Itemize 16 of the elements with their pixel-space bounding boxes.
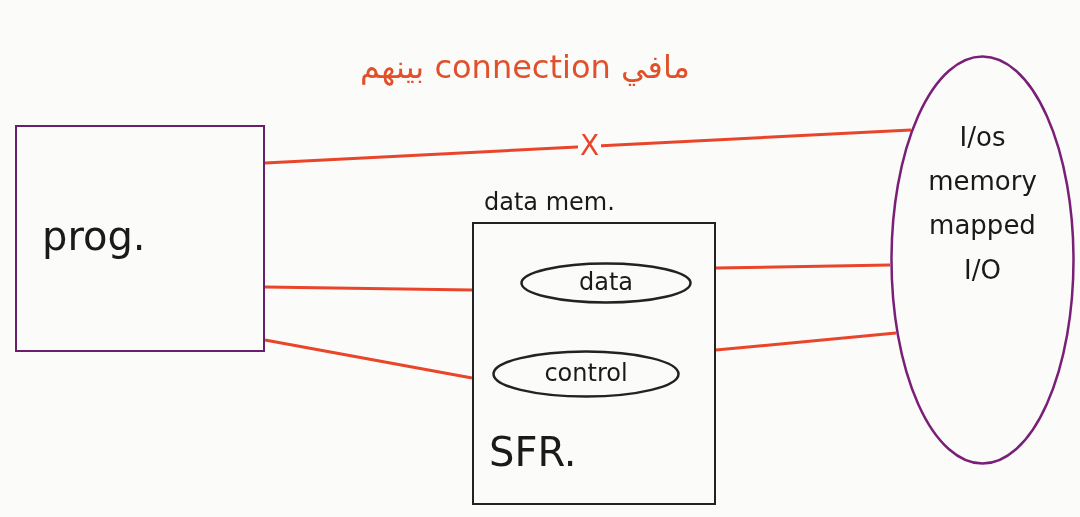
connector-line xyxy=(264,128,912,165)
connector-line xyxy=(264,338,473,380)
io-ellipse xyxy=(890,55,1075,465)
register-ellipse xyxy=(492,350,680,398)
ellipse-label: data xyxy=(577,268,635,297)
connector-line xyxy=(264,285,473,292)
ellipse-label: I/os memory mapped I/O xyxy=(927,121,1038,287)
box-label: SFR. xyxy=(489,429,577,475)
process-box xyxy=(15,125,265,352)
note-text: مافي connection بينهم xyxy=(360,48,690,86)
connector-line xyxy=(715,263,891,270)
box-label: prog. xyxy=(42,212,146,259)
register-ellipse xyxy=(520,262,692,304)
connector-line xyxy=(715,331,897,352)
box-heading: data mem. xyxy=(484,188,615,216)
ellipse-label: control xyxy=(543,359,629,388)
